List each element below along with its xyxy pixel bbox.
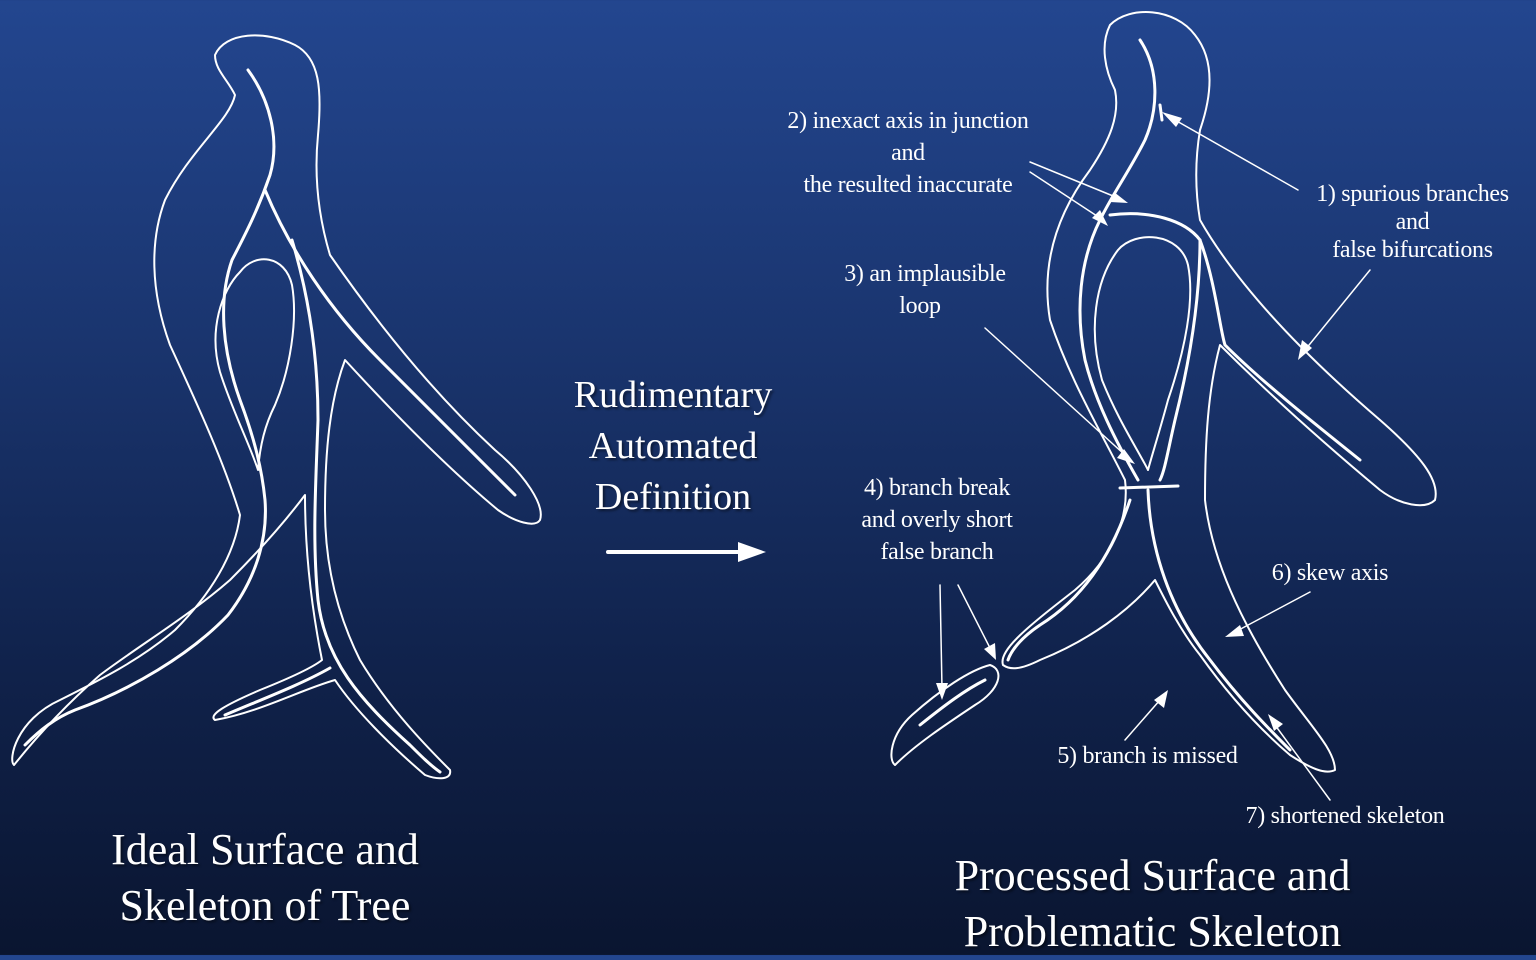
pointer-line-1b <box>1305 270 1370 350</box>
annotation-7: 7) shortened skeleton <box>1215 800 1475 832</box>
pointer-head-2b <box>1092 210 1108 226</box>
annotation-5: 5) branch is missed <box>1030 740 1265 772</box>
processed-tree-surface-outline <box>1002 12 1435 772</box>
ideal-tree-skeleton-right <box>265 190 515 495</box>
right-caption-line-1: Processed Surface and <box>900 848 1405 904</box>
pointer-line-4a <box>940 585 942 688</box>
annotation-3: 3) an implausible loop <box>815 258 1035 322</box>
pointer-line-4b <box>958 585 990 648</box>
annotation-4-line-1: 4) branch break <box>832 472 1042 504</box>
annotation-3-line-1: 3) an implausible <box>815 258 1035 290</box>
annotation-5-line-1: 5) branch is missed <box>1030 740 1265 772</box>
left-caption-line-2: Skeleton of Tree <box>60 878 470 934</box>
processed-tree-skeleton-lower <box>1148 490 1290 750</box>
middle-label: Rudimentary Automated Definition <box>548 370 798 523</box>
left-caption: Ideal Surface and Skeleton of Tree <box>60 822 470 934</box>
annotation-6: 6) skew axis <box>1250 557 1410 589</box>
annotation-4-line-2: and overly short <box>832 504 1042 536</box>
annotation-1-line-3: false bifurcations <box>1290 234 1535 266</box>
annotation-3-line-2: loop <box>805 290 1035 322</box>
ideal-tree-skeleton <box>25 70 274 745</box>
annotation-7-line-1: 7) shortened skeleton <box>1215 800 1475 832</box>
pointer-line-5 <box>1125 700 1160 740</box>
right-caption-line-2: Problematic Skeleton <box>900 904 1405 960</box>
middle-label-line-2: Automated <box>548 421 798 472</box>
annotation-2-line-1: 2) inexact axis in junction <box>758 105 1058 137</box>
annotation-2-line-3: the resulted inaccurate <box>758 169 1058 201</box>
annotation-1: 1) spurious branches and false bifurcati… <box>1290 178 1535 266</box>
pointer-head-1a <box>1162 112 1182 127</box>
annotation-4-line-3: false branch <box>832 536 1042 568</box>
pointer-line-3 <box>985 328 1125 455</box>
middle-label-line-3: Definition <box>548 472 798 523</box>
middle-label-line-1: Rudimentary <box>548 370 798 421</box>
processed-tree-inner-loop <box>1095 237 1190 470</box>
pointer-line-7 <box>1275 725 1330 800</box>
ideal-tree-skeleton-trunk <box>292 240 440 772</box>
pointer-line-6 <box>1235 592 1310 632</box>
pointer-head-4a <box>936 683 948 700</box>
annotation-2-line-2: and <box>758 137 1058 169</box>
processed-tree-skeleton-crossbar <box>1120 486 1178 488</box>
pointer-head-3 <box>1117 449 1135 464</box>
right-caption: Processed Surface and Problematic Skelet… <box>900 848 1405 960</box>
pointer-head-4b <box>984 643 996 660</box>
annotation-4: 4) branch break and overly short false b… <box>832 472 1042 568</box>
ideal-tree-surface-outline <box>12 35 541 778</box>
annotation-2: 2) inexact axis in junction and the resu… <box>758 105 1058 201</box>
processed-broken-branch-skeleton <box>920 680 985 725</box>
left-caption-line-1: Ideal Surface and <box>60 822 470 878</box>
flow-arrow-head <box>738 542 766 562</box>
pointer-head-6 <box>1225 625 1244 637</box>
ideal-tree-inner-loop <box>216 259 294 470</box>
ideal-tree-skeleton-small-branch <box>225 668 330 715</box>
annotation-6-line-1: 6) skew axis <box>1250 557 1410 589</box>
pointer-line-1a <box>1175 120 1298 190</box>
processed-tree-skeleton-spur <box>1160 105 1162 120</box>
